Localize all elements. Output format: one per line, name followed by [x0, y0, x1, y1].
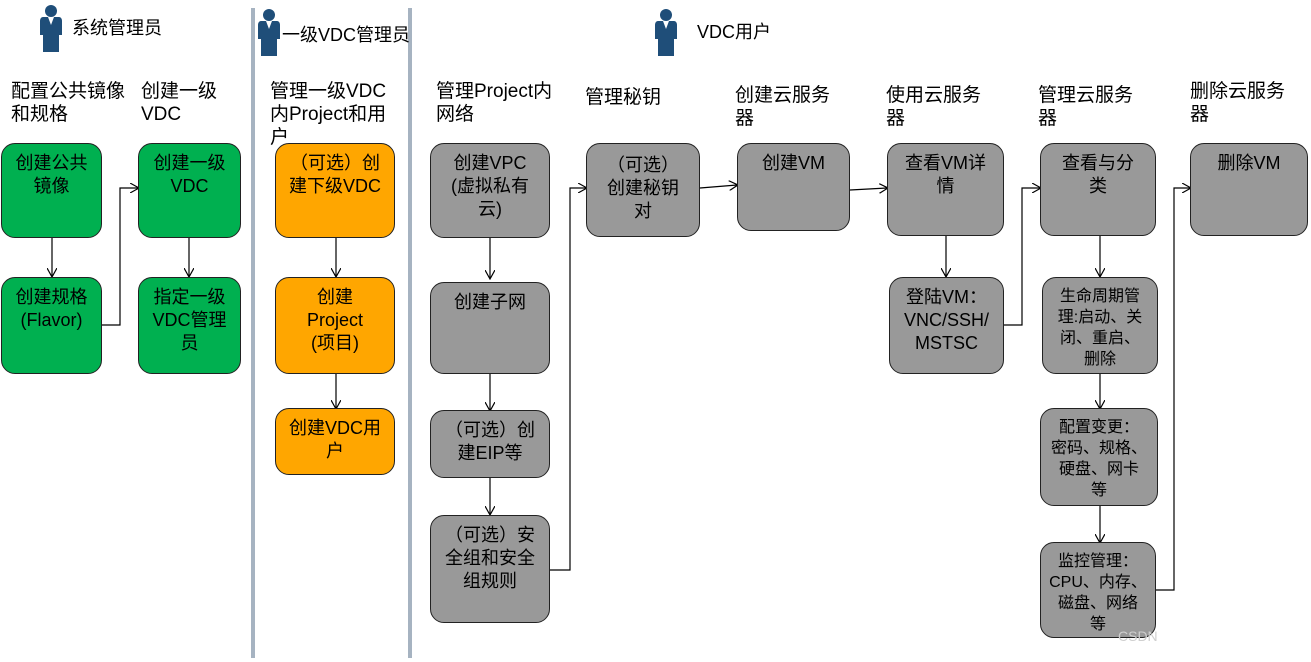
column-title-use-vm: 使用云服务器	[886, 85, 982, 129]
box-create-public-image: 创建公共 镜像	[1, 143, 102, 238]
user-silhouette-icon	[258, 9, 280, 56]
column-title-delete-vm: 删除云服务器	[1190, 81, 1286, 125]
box-config-change: 配置变更： 密码、规格、 硬盘、网卡 等	[1040, 408, 1158, 506]
column-title-image-flavor: 配置公共镜像和规格	[11, 81, 126, 125]
column-title-create-vdc: 创建一级VDC	[141, 81, 218, 125]
arrow-secgroup-to-keypair	[550, 188, 586, 571]
box-create-keypair: （可选） 创建秘钥 对	[586, 143, 700, 237]
arrow-login-to-view	[1004, 188, 1040, 326]
box-create-vdc-user: 创建VDC用 户	[275, 408, 395, 475]
box-lifecycle: 生命周期管 理:启动、关 闭、重启、 删除	[1042, 277, 1158, 374]
role-vdc-admin-label: 一级VDC管理员	[282, 25, 411, 45]
arrow-keypair-to-createvm	[699, 185, 737, 188]
box-create-vpc: 创建VPC (虚拟私有 云)	[430, 143, 550, 238]
box-delete-vm: 删除VM	[1190, 143, 1308, 236]
role-vdc-admin: 一级VDC管理员	[254, 6, 410, 56]
column-title-project-user: 管理一级VDC内Project和用户	[270, 81, 387, 148]
column-title-manage-vm: 管理云服务器	[1038, 85, 1134, 129]
box-assign-vdc-admin: 指定一级 VDC管理 员	[138, 277, 241, 374]
role-admin-label: 系统管理员	[72, 18, 162, 38]
box-security-group: （可选）安 全组和安全 组规则	[430, 515, 550, 623]
arrow-flavor-to-vdc	[102, 188, 138, 326]
user-silhouette-icon	[655, 9, 677, 56]
box-create-flavor: 创建规格 (Flavor)	[1, 277, 102, 374]
watermark: CSDN	[1118, 628, 1158, 644]
box-create-vm: 创建VM	[737, 143, 850, 231]
box-view-vm-detail: 查看VM详 情	[887, 143, 1004, 236]
box-create-sub-vdc: （可选）创 建下级VDC	[275, 143, 395, 238]
column-title-network: 管理Project内网络	[436, 81, 553, 125]
divider-admin-vdcadmin	[251, 8, 255, 658]
box-create-project: 创建 Project (项目)	[275, 277, 395, 374]
box-login-vm: 登陆VM： VNC/SSH/ MSTSC	[889, 277, 1004, 374]
box-create-eip: （可选）创 建EIP等	[430, 410, 550, 478]
role-vdc-user-label: VDC用户	[697, 22, 772, 42]
user-silhouette-icon	[40, 5, 62, 52]
role-admin: 系统管理员	[36, 2, 162, 52]
column-title-create-vm: 创建云服务器	[735, 85, 831, 129]
column-title-keypair: 管理秘钥	[585, 87, 662, 108]
arrow-monitor-to-delete	[1156, 188, 1190, 591]
arrow-createvm-to-detail	[849, 188, 887, 190]
role-vdc-user: VDC用户	[651, 6, 771, 56]
box-create-vdc: 创建一级 VDC	[138, 143, 241, 238]
box-create-subnet: 创建子网	[430, 282, 550, 374]
divider-vdcadmin-user	[408, 8, 412, 658]
box-view-classify: 查看与分 类	[1040, 143, 1156, 236]
box-monitoring: 监控管理： CPU、内存、 磁盘、网络 等	[1040, 542, 1156, 638]
